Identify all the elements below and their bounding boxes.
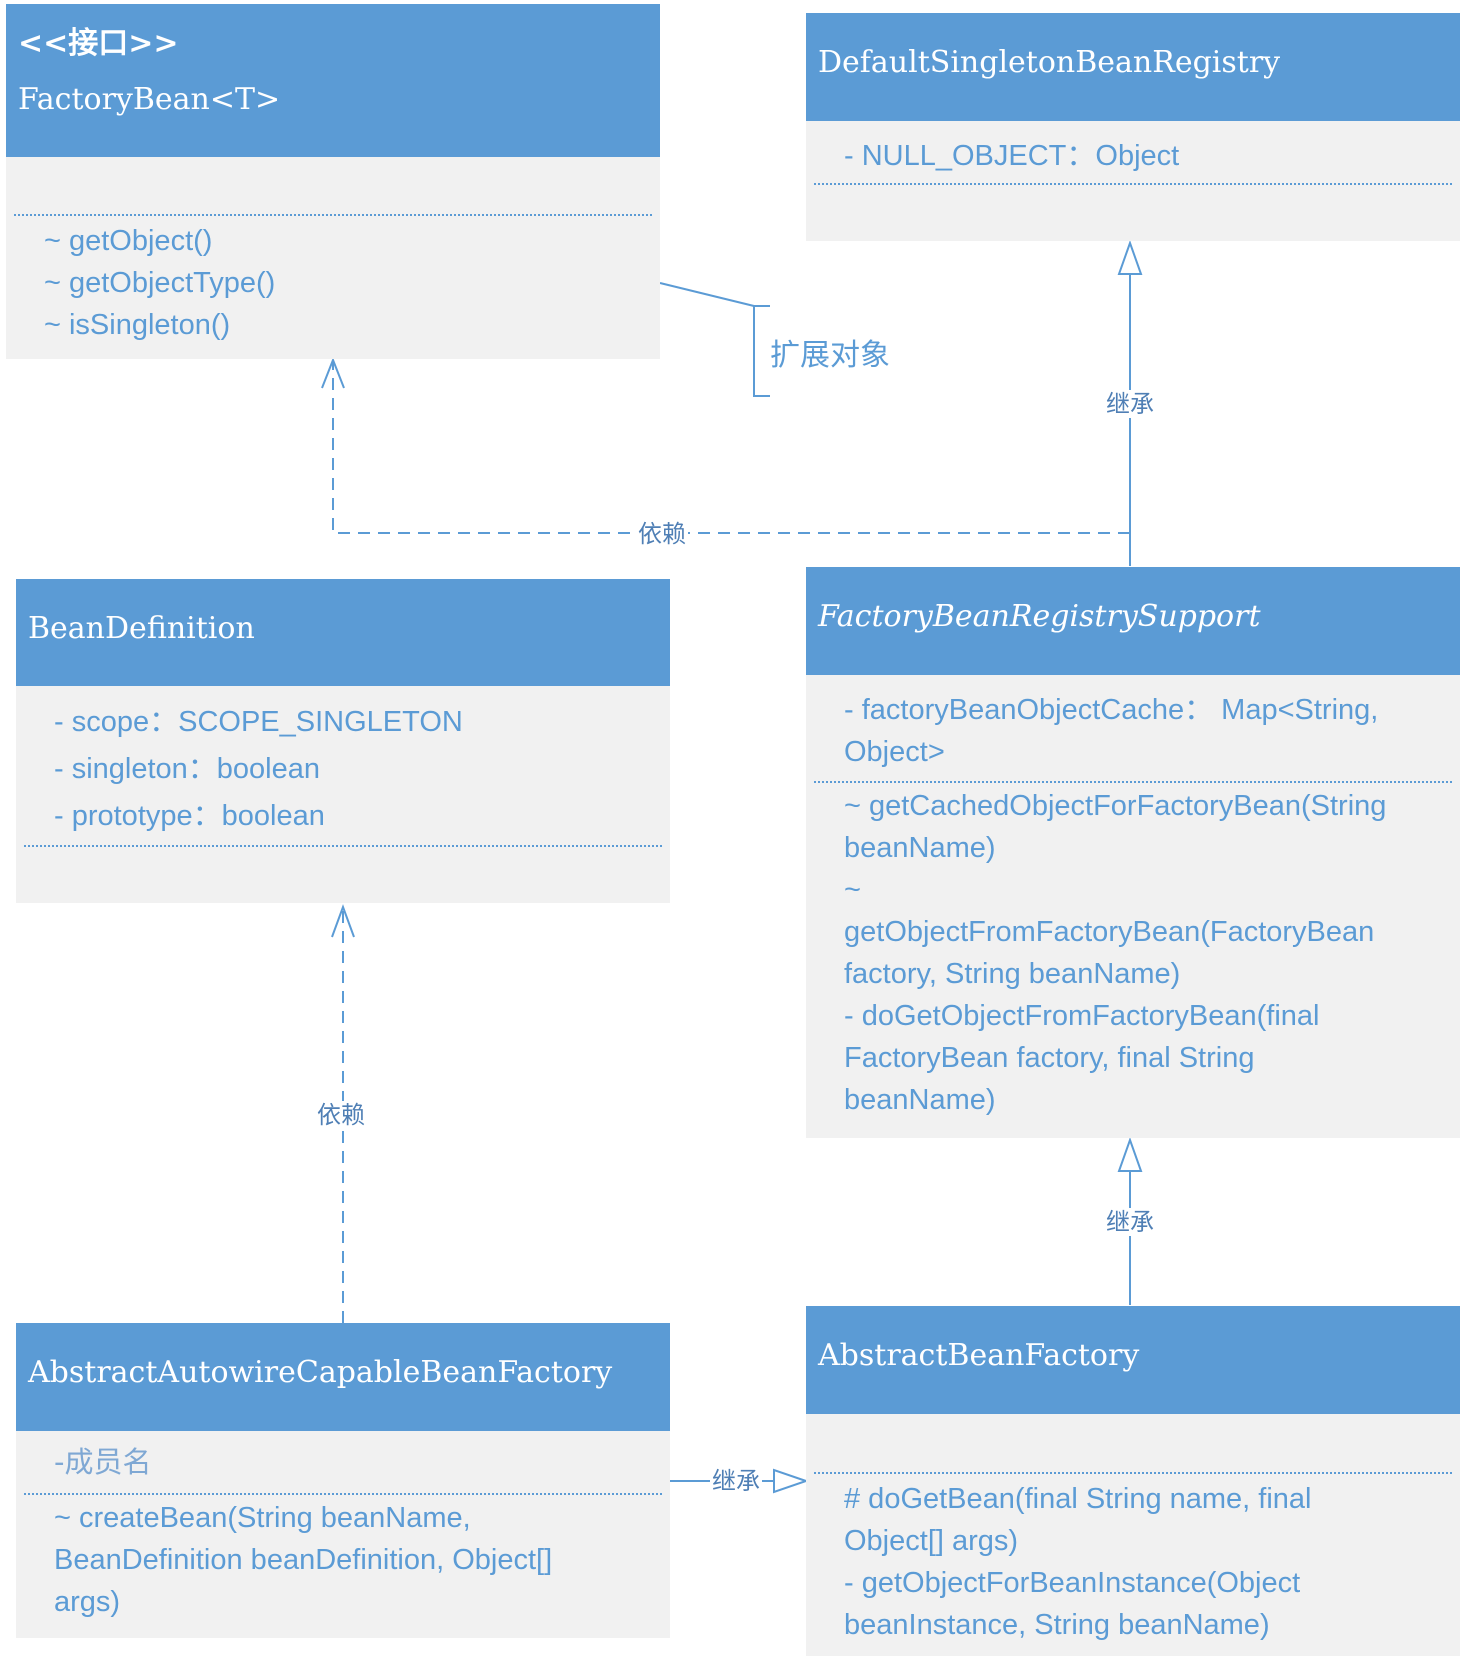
method: Object[] args) [844, 1525, 1019, 1557]
method: getObjectFromFactoryBean(FactoryBean [844, 916, 1375, 948]
method: beanName) [844, 832, 996, 864]
depend-arrow-top [321, 357, 345, 389]
field: - factoryBeanObjectCache： Map<String, [844, 694, 1379, 726]
method: BeanDefinition beanDefinition, Object[] [54, 1544, 553, 1576]
class-abstract-autowire-capable-bean-factory[interactable]: AbstractAutowireCapableBeanFactory -成员名 … [16, 1323, 670, 1638]
class-header: <<接口>> FactoryBean<T> [6, 4, 660, 157]
separator [24, 1493, 662, 1495]
class-header: FactoryBeanRegistrySupport [806, 567, 1460, 675]
depend-arrow-left [331, 904, 355, 938]
method: - doGetObjectFromFactoryBean(final [844, 1000, 1320, 1032]
class-factory-bean-registry-support[interactable]: FactoryBeanRegistrySupport - factoryBean… [806, 567, 1460, 1138]
field: Object> [844, 736, 945, 768]
field-list: -成员名 [54, 1441, 151, 1483]
method: beanName) [844, 1084, 996, 1116]
class-name: AbstractBeanFactory [818, 1338, 1140, 1373]
method: beanInstance, String beanName) [844, 1609, 1270, 1641]
inherit-label-right: 继承 [1104, 1208, 1156, 1236]
stereotype-label: <<接口>> [18, 26, 179, 61]
class-name: FactoryBean<T> [18, 82, 281, 117]
method: ~ getCachedObjectForFactoryBean(String [844, 790, 1387, 822]
method: - getObjectForBeanInstance(Object [844, 1567, 1301, 1599]
inherit-label-bottom: 继承 [710, 1467, 762, 1495]
field: - NULL_OBJECT：Object [844, 140, 1180, 172]
method: ~ isSingleton() [44, 309, 231, 341]
method-list: ~ getCachedObjectForFactoryBean(String b… [844, 785, 1386, 1121]
depend-label-top: 依赖 [636, 520, 688, 548]
class-name: AbstractAutowireCapableBeanFactory [28, 1355, 613, 1390]
field-list: - factoryBeanObjectCache： Map<String, Ob… [844, 689, 1378, 773]
method: ~ [844, 874, 861, 906]
field: - scope：SCOPE_SINGLETON [54, 706, 463, 738]
method-list: # doGetBean(final String name, final Obj… [844, 1478, 1312, 1646]
method-list: ~ getObject() ~ getObjectType() ~ isSing… [44, 220, 275, 346]
class-header: AbstractAutowireCapableBeanFactory [16, 1323, 670, 1431]
class-abstract-bean-factory[interactable]: AbstractBeanFactory # doGetBean(final St… [806, 1306, 1460, 1656]
note-connector [659, 282, 755, 307]
field: - prototype：boolean [54, 800, 325, 832]
class-factory-bean[interactable]: <<接口>> FactoryBean<T> ~ getObject() ~ ge… [6, 4, 660, 359]
separator [24, 845, 662, 847]
inherit-arrow-right [1117, 1137, 1143, 1172]
separator [14, 214, 652, 216]
class-default-singleton-bean-registry[interactable]: DefaultSingletonBeanRegistry - NULL_OBJE… [806, 13, 1460, 241]
inherit-arrow-top [1117, 240, 1143, 275]
method-list: ~ createBean(String beanName, BeanDefini… [54, 1497, 552, 1623]
depend-line-top [332, 362, 1130, 534]
method: ~ getObject() [44, 225, 213, 257]
method: # doGetBean(final String name, final [844, 1483, 1312, 1515]
method: ~ getObjectType() [44, 267, 276, 299]
class-header: DefaultSingletonBeanRegistry [806, 13, 1460, 121]
depend-label-left: 依赖 [315, 1101, 367, 1129]
separator [814, 1472, 1452, 1474]
note-bracket [753, 305, 770, 397]
method: args) [54, 1586, 121, 1618]
inherit-arrow-bottom [773, 1468, 810, 1494]
separator [814, 183, 1452, 185]
field-list: - NULL_OBJECT：Object [844, 135, 1179, 177]
field-list: - scope：SCOPE_SINGLETON - singleton：bool… [54, 701, 463, 837]
method: FactoryBean factory, final String [844, 1042, 1255, 1074]
method: factory, String beanName) [844, 958, 1181, 990]
class-header: AbstractBeanFactory [806, 1306, 1460, 1414]
field: -成员名 [54, 1445, 152, 1479]
class-bean-definition[interactable]: BeanDefinition - scope：SCOPE_SINGLETON -… [16, 579, 670, 903]
class-name: FactoryBeanRegistrySupport [818, 599, 1261, 634]
class-header: BeanDefinition [16, 579, 670, 686]
class-name: DefaultSingletonBeanRegistry [818, 45, 1281, 80]
inherit-label-top: 继承 [1104, 390, 1156, 418]
class-name: BeanDefinition [28, 611, 255, 646]
method: ~ createBean(String beanName, [54, 1502, 471, 1534]
field: - singleton：boolean [54, 753, 321, 785]
separator [814, 781, 1452, 783]
note-extend-object: 扩展对象 [770, 338, 890, 373]
